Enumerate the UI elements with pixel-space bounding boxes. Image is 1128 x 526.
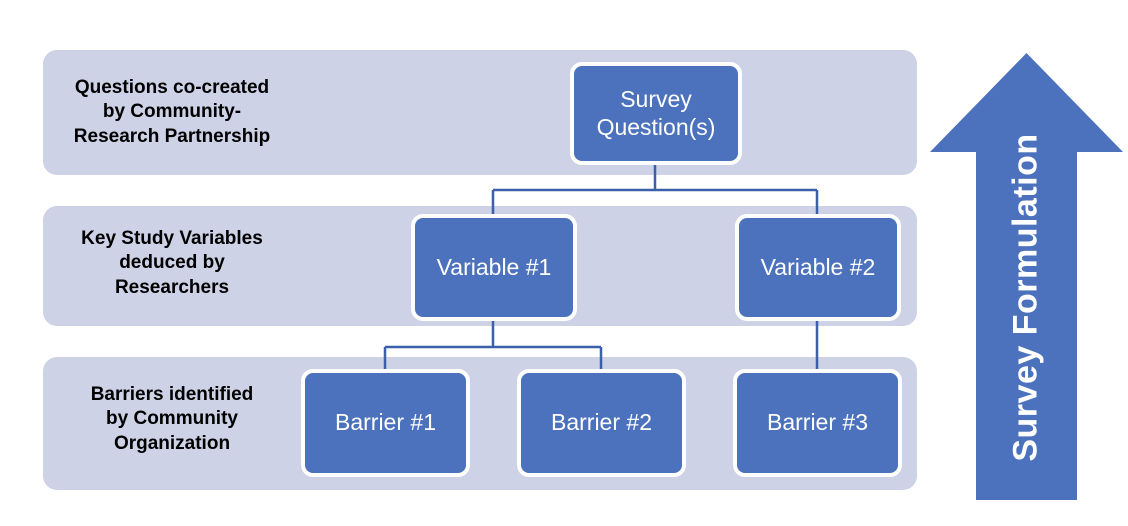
node-barrier-1[interactable]: Barrier #1 <box>301 369 470 477</box>
node-variable-1[interactable]: Variable #1 <box>411 214 577 321</box>
tier-label-variables: Key Study Variables deduced by Researche… <box>81 228 263 298</box>
node-survey-question[interactable]: Survey Question(s) <box>570 62 742 165</box>
node-barrier-2[interactable]: Barrier #2 <box>517 369 686 477</box>
tier-label-barriers: Barriers identified by Community Organiz… <box>90 384 254 454</box>
survey-formulation-arrow: Survey Formulation <box>925 40 1128 510</box>
node-variable-2[interactable]: Variable #2 <box>735 214 901 321</box>
arrow-up-icon <box>930 53 1123 500</box>
tier-band-questions <box>43 50 917 175</box>
node-barrier-3[interactable]: Barrier #3 <box>733 369 902 477</box>
tier-label-questions: Questions co-created by Community- Resea… <box>73 77 271 147</box>
